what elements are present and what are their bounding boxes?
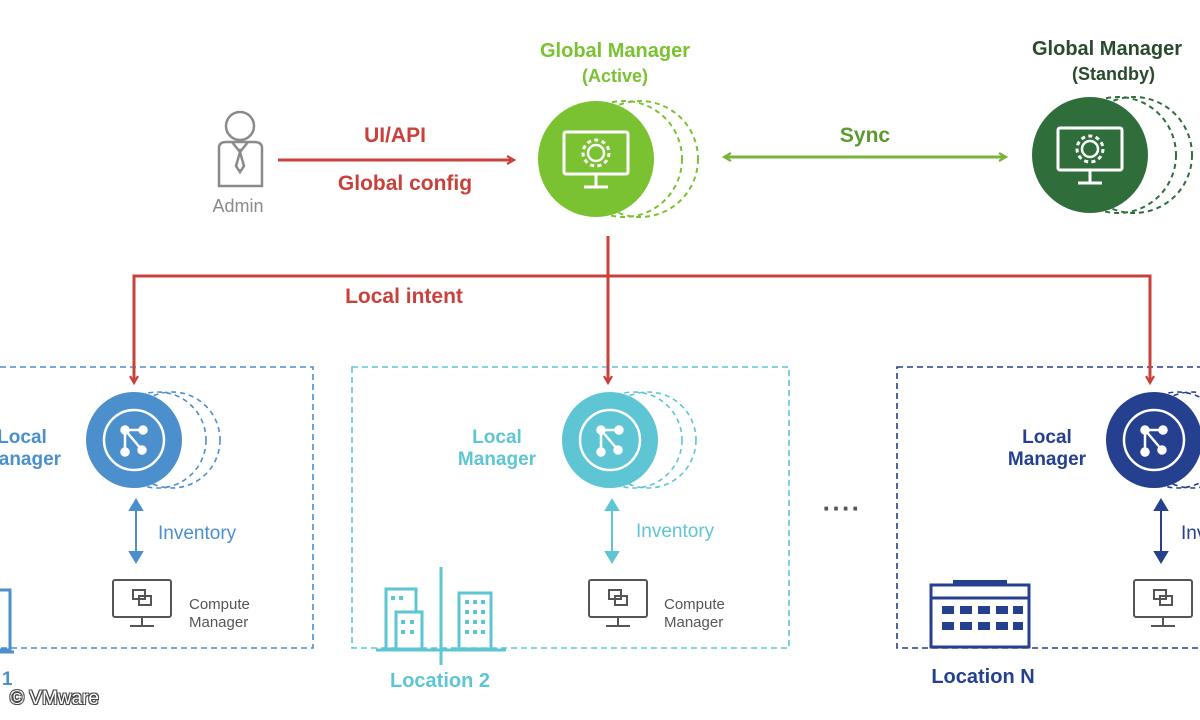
location-1-building-icon xyxy=(0,588,14,654)
local-intent-label: Local intent xyxy=(345,285,463,308)
inventory-arrow-n xyxy=(1153,498,1169,564)
compute-manager-2-label: Compute Manager xyxy=(664,596,725,631)
location-1-box xyxy=(0,366,314,649)
location-2-label: Location 2 xyxy=(389,670,491,692)
location-n-box xyxy=(896,366,1200,649)
local-manager-2-label: Local Manager xyxy=(457,427,537,470)
ui-api-label: UI/API xyxy=(364,124,426,147)
sync-label: Sync xyxy=(839,124,891,147)
copyright-watermark: © VMware xyxy=(10,688,99,709)
location-n-building-icon xyxy=(929,580,1031,649)
location-2-box xyxy=(351,366,790,649)
global-manager-active-icon xyxy=(538,100,699,218)
ellipsis: ···· xyxy=(822,493,862,523)
global-manager-standby-title: Global Manager xyxy=(1032,38,1183,60)
inventory-1-label: Inventory xyxy=(158,523,237,544)
inventory-n-label: Inventory xyxy=(1181,523,1200,544)
local-manager-2-icon xyxy=(562,391,697,489)
compute-manager-n-icon xyxy=(1133,579,1193,627)
inventory-2-label: Inventory xyxy=(636,521,715,542)
global-manager-active-status: (Active) xyxy=(581,66,649,86)
global-manager-active-title: Global Manager xyxy=(539,40,691,62)
inventory-arrow-1 xyxy=(128,498,144,564)
admin-label: Admin xyxy=(212,196,264,216)
local-manager-n-icon xyxy=(1106,391,1200,489)
location-n-label: Location N xyxy=(931,666,1035,688)
local-manager-n-label: Local Manager xyxy=(1007,427,1087,470)
compute-manager-2-icon xyxy=(588,579,648,627)
compute-manager-1-label: Compute Manager xyxy=(189,596,250,631)
location-1-label: 1 xyxy=(2,669,13,690)
local-manager-1-label: Local Manager xyxy=(0,427,62,470)
admin-person-icon xyxy=(217,110,264,188)
global-config-label: Global config xyxy=(337,172,473,195)
global-manager-standby-icon xyxy=(1032,96,1193,214)
local-manager-1-icon xyxy=(86,391,221,489)
inventory-arrow-2 xyxy=(604,498,620,564)
global-manager-standby-status: (Standby) xyxy=(1072,64,1155,84)
location-2-buildings-icon xyxy=(376,567,506,665)
local-intent-connector xyxy=(134,236,1150,383)
compute-manager-1-icon xyxy=(112,579,172,627)
